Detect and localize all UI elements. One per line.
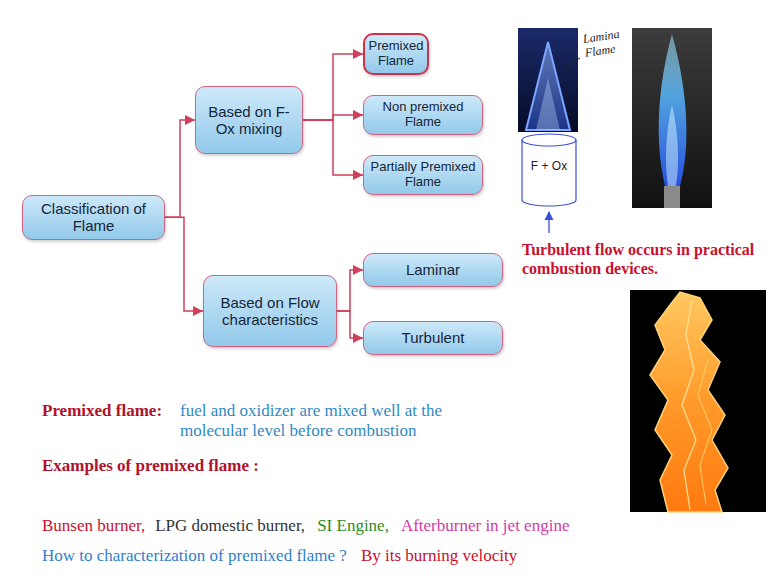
definition-text: fuel and oxidizer are mixed well at the …	[180, 401, 510, 442]
box-label: Based on Flow characteristics	[210, 294, 330, 329]
answer-text: By its burning velocity	[361, 546, 517, 566]
connector-arrow	[165, 217, 203, 311]
process-box: Partially Premixed Flame	[363, 155, 483, 195]
process-box: Non premixed Flame	[363, 95, 483, 135]
box-label: Partially Premixed Flame	[370, 160, 476, 190]
connector-arrow	[303, 54, 363, 120]
example-item: Afterburner in jet engine	[401, 516, 570, 536]
question-text: How to characterization of premixed flam…	[42, 546, 347, 566]
examples-heading: Examples of premixed flame :	[42, 456, 259, 476]
connector-arrow	[303, 120, 363, 175]
connector-arrow	[337, 311, 363, 338]
process-box: Turbulent	[363, 321, 503, 355]
example-item: Bunsen burner,	[42, 516, 145, 536]
turbulent-flame-photo	[630, 290, 766, 512]
burner-cylinder	[522, 134, 576, 233]
box-label: Laminar	[406, 261, 460, 278]
laminar-flame-photo	[518, 28, 578, 132]
process-box: Based on F-Ox mixing	[195, 86, 303, 154]
highlighted-box: Premixed Flame	[363, 33, 429, 75]
process-box: Laminar	[363, 253, 503, 287]
box-label: Premixed Flame	[369, 39, 424, 69]
box-label: Turbulent	[402, 329, 465, 346]
mixture-label: F + Ox	[522, 159, 576, 173]
note-text: Turbulent flow occurs in practical combu…	[522, 240, 762, 278]
process-box: Classification of Flame	[22, 195, 165, 240]
box-label: Non premixed Flame	[370, 100, 476, 130]
connector-arrow	[165, 120, 195, 217]
process-box: Based on Flow characteristics	[203, 275, 337, 347]
box-label: Based on F-Ox mixing	[202, 103, 296, 138]
example-item: SI Engine,	[317, 516, 389, 536]
definition-heading: Premixed flame:	[42, 401, 162, 421]
handwritten-note: Lamina Flame	[582, 25, 637, 61]
leader-line	[560, 58, 580, 70]
blue-flame-photo	[632, 28, 712, 208]
box-label: Classification of Flame	[29, 200, 158, 235]
connector-arrow	[303, 115, 363, 120]
example-item: LPG domestic burner,	[155, 516, 305, 536]
connector-arrow	[337, 270, 363, 311]
